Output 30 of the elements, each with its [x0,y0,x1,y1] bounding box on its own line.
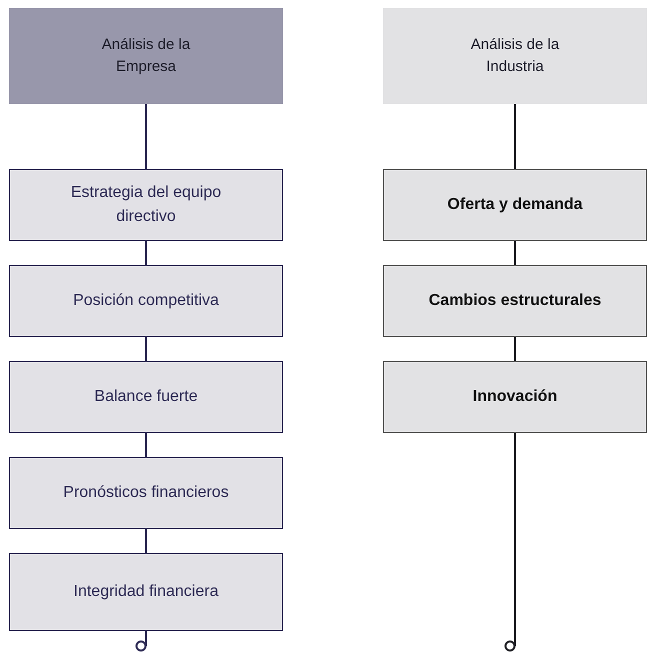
connector-line [145,104,147,169]
box-label: Balance fuerte [93,387,199,407]
process-box [9,457,283,529]
connector-line [514,241,516,265]
box-label: Análisis de la Empresa [100,35,192,77]
process-box [9,265,283,337]
box-label: Integridad financiera [72,582,220,602]
process-box [383,361,647,433]
box-label: Posición competitiva [72,291,220,311]
process-box [383,265,647,337]
box-label: Cambios estructurales [428,291,602,311]
connector-line [145,337,147,361]
connector-line [145,241,147,265]
box-label: Oferta y demanda [446,195,584,215]
connector-line [504,433,516,652]
connector-line [514,104,516,169]
connector-line [136,631,147,652]
process-box [9,361,283,433]
box-label: Pronósticos financieros [62,483,230,503]
header-box [383,8,647,104]
box-label: Innovación [472,387,558,407]
connector-line [145,529,147,553]
header-box [9,8,283,104]
process-box [9,169,283,241]
process-box [383,169,647,241]
connector-line [514,337,516,361]
connector-line [145,433,147,457]
process-box [9,553,283,631]
box-label: Análisis de la Industria [470,35,560,77]
box-label: Estrategia del equipo directivo [70,183,222,227]
